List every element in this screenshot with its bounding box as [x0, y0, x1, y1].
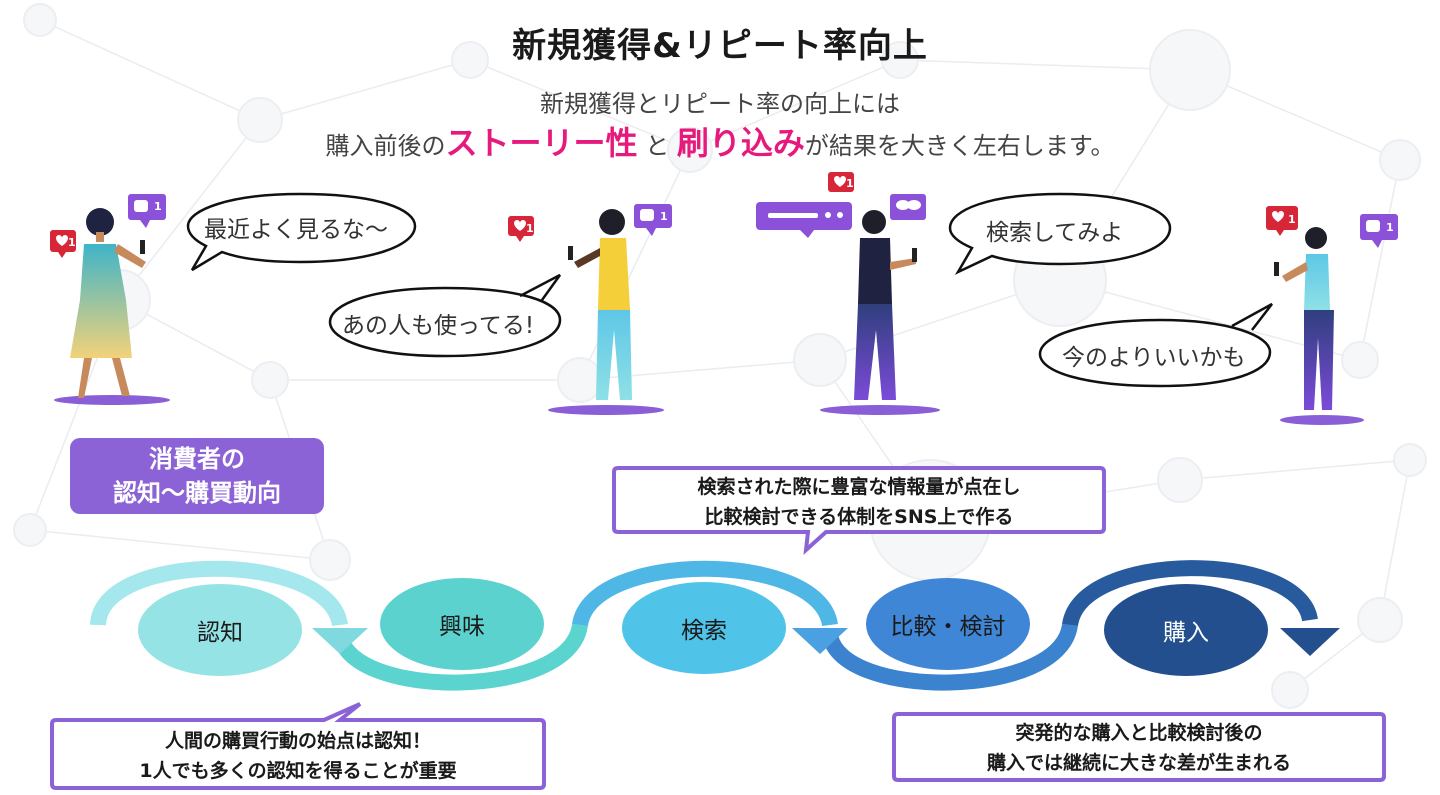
comment-badge-1 [128, 194, 166, 228]
page-title: 新規獲得&リピート率向上 [512, 26, 928, 66]
highlight-story: ストーリー性 [445, 124, 638, 162]
subtitle-line1: 新規獲得とリピート率の向上には [540, 90, 900, 118]
purchase-flow-diagram [50, 466, 1386, 790]
like-badge-1 [50, 230, 76, 258]
step-ellipse-interest [380, 578, 544, 670]
flow-wave-1 [90, 560, 348, 628]
comment-count-4: 1 [1386, 221, 1394, 234]
step-search: 検索 [681, 618, 727, 644]
consumer-tag-line2: 認知〜購買動向 [113, 479, 281, 507]
flow-arrowhead-3 [1280, 628, 1340, 656]
comment-count-2: 1 [660, 210, 668, 223]
speech-text-1: 最近よく見るな〜 [204, 217, 388, 243]
step-awareness: 認知 [197, 620, 243, 646]
like-badge-3 [828, 172, 854, 192]
step-ellipse-purchase [1104, 584, 1268, 676]
subtitle-suffix: が結果を大きく左右します。 [804, 132, 1115, 160]
like-count-2: 1 [526, 222, 534, 235]
purchase-note: 突発的な購入と比較検討後の 購入では継続に大きな差が生まれる [894, 718, 1384, 778]
awareness-note: 人間の購買行動の始点は認知！ 1人でも多くの認知を得ることが重要 [52, 726, 544, 786]
like-count-1: 1 [68, 236, 76, 249]
speech-bubble-4 [1038, 302, 1273, 388]
purchase-note-box [892, 712, 1386, 782]
awareness-note-box [50, 702, 546, 790]
subtitle-connector: と [645, 132, 670, 160]
flow-wave-4 [822, 623, 1078, 691]
consumer-behavior-tag: 消費者の 認知〜購買動向 [70, 438, 324, 514]
person-3 [820, 210, 940, 415]
consumer-tag-line1: 消費者の [149, 445, 245, 473]
speech-bubble-2 [328, 273, 562, 358]
step-ellipse-awareness [138, 584, 302, 676]
comment-badge-3 [890, 194, 926, 220]
comment-count-1: 1 [154, 200, 162, 213]
speech-bubble-3 [948, 192, 1172, 275]
person-4 [1274, 227, 1364, 425]
subtitle-prefix: 購入前後の [325, 132, 446, 160]
flow-arrowhead-2 [792, 628, 848, 654]
purchase-note-line2: 購入では継続に大きな差が生まれる [986, 752, 1291, 774]
like-badge-2 [508, 216, 534, 242]
like-badge-4 [1266, 206, 1298, 236]
search-note: 検索された際に豊富な情報量が点在し 比較検討できる体制をSNS上で作る [614, 472, 1104, 532]
speech-text-3: 検索してみよ [986, 220, 1124, 246]
person-2 [548, 209, 664, 415]
like-count-3: 1 [846, 177, 854, 190]
step-ellipse-search [622, 582, 786, 674]
flow-wave-2 [332, 623, 588, 691]
comment-badge-4 [1360, 214, 1398, 248]
search-note-line1: 検索された際に豊富な情報量が点在し [697, 476, 1021, 498]
step-ellipse-compare [866, 578, 1030, 670]
message-badge [756, 202, 852, 238]
flow-wave-5 [1062, 560, 1318, 627]
step-interest: 興味 [439, 614, 485, 640]
person-1 [54, 208, 170, 405]
people-illustration: 1 1 1 1 1 1 1 [50, 172, 1398, 425]
step-purchase: 購入 [1163, 620, 1209, 646]
purchase-note-line1: 突発的な購入と比較検討後の [1015, 722, 1263, 744]
like-count-4: 1 [1288, 213, 1296, 226]
step-compare: 比較・検討 [890, 614, 1006, 640]
speech-text-4: 今のよりいいかも [1062, 345, 1246, 371]
awareness-note-line1: 人間の購買行動の始点は認知！ [164, 730, 431, 752]
speech-bubble-1 [186, 192, 417, 272]
flow-wave-3 [572, 560, 838, 628]
highlight-imprint: 刷り込み [676, 124, 805, 162]
awareness-note-line2: 1人でも多くの認知を得ることが重要 [139, 760, 457, 782]
flow-arrowhead-1 [312, 628, 368, 654]
search-note-line2: 比較検討できる体制をSNS上で作る [704, 506, 1014, 528]
speech-text-2: あの人も使ってる! [342, 313, 535, 339]
comment-badge-2 [634, 204, 672, 236]
search-note-box [612, 466, 1106, 556]
subtitle-line2: 購入前後のストーリー性 と 刷り込みが結果を大きく左右します。 [0, 118, 1440, 164]
